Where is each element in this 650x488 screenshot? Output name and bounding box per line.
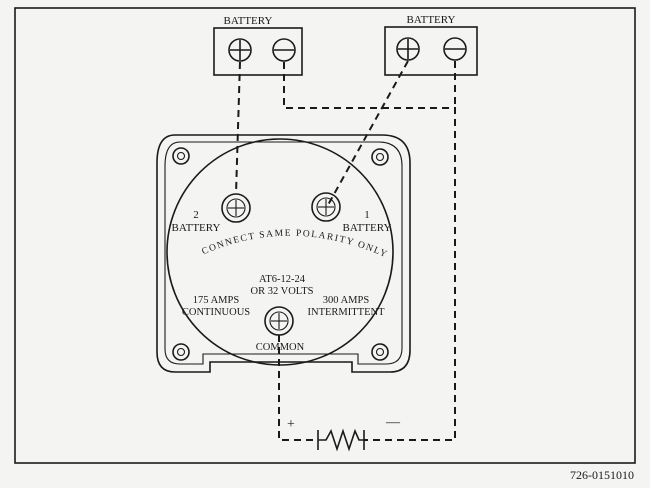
terminal-1-label: BATTERY [343,222,392,234]
load-resistor-icon [317,428,365,452]
model-line-1: AT6-12-24 [259,274,306,285]
battery-left-negative-terminal [272,38,296,62]
mount-hole-bottom-right [371,343,389,361]
mount-hole-top-right [371,148,389,166]
battery-left-positive-terminal [228,38,252,62]
dial-face [166,138,394,366]
terminal-2-number: 2 [193,209,199,221]
battery-left-body [213,27,303,76]
rating-right-line-2: INTERMITTENT [308,307,386,318]
common-label: COMMON [256,342,305,353]
wire-battery-left-pos-to-terminal-2 [235,61,241,195]
terminal-1 [311,192,341,222]
terminal-common [264,306,294,336]
battery-right: BATTERY [384,14,478,76]
terminal-2 [221,193,251,223]
diagram-frame [14,7,636,464]
battery-right-positive-terminal [396,37,420,61]
rating-right-line-1: 300 AMPS [323,295,370,306]
rating-left-line-2: CONTINUOUS [182,307,250,318]
mount-hole-bottom-left [172,343,190,361]
battery-right-negative-terminal [443,37,467,61]
terminal-1-number: 1 [364,209,370,221]
load-minus-sign: — [385,415,401,430]
terminal-2-label: BATTERY [172,222,221,234]
battery-left: BATTERY [213,15,303,76]
wire-battery-right-pos-to-terminal-1 [327,60,409,206]
model-line-2: OR 32 VOLTS [250,286,313,297]
load-plus-sign: + [287,417,295,432]
battery-right-body [384,26,478,76]
rating-left-line-1: 175 AMPS [193,295,240,306]
battery-right-label: BATTERY [407,14,456,26]
mount-hole-top-left [172,147,190,165]
battery-left-label: BATTERY [224,15,273,27]
wire-negatives-to-load [283,62,456,441]
part-number: 726-0151010 [570,468,634,482]
